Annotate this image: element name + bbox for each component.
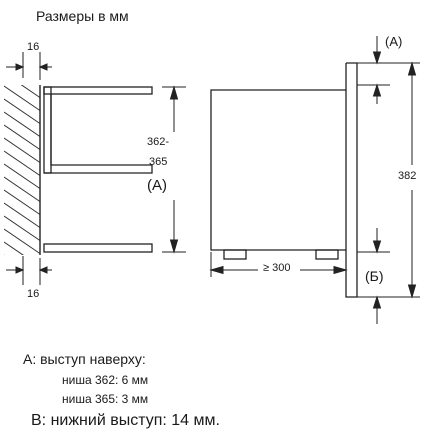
note-a-line-2: ниша 365: 3 мм xyxy=(62,392,149,406)
page-title: Размеры в мм xyxy=(36,8,129,24)
top-protrusion-marker: (A) xyxy=(385,34,403,49)
note-b-line: B: нижний выступ: 14 мм. xyxy=(31,412,220,429)
note-a-heading: A: выступ наверху: xyxy=(23,351,146,367)
bottom-offset-dimension-lines xyxy=(6,256,52,285)
note-a-line-1: ниша 362: 6 мм xyxy=(62,373,149,387)
niche-height-dimension-lines xyxy=(162,85,186,254)
niche-height-reference: (A) xyxy=(147,177,167,194)
top-offset-dimension: 16 xyxy=(27,41,40,53)
appliance-body xyxy=(210,62,358,298)
top-offset-dimension-lines xyxy=(6,52,52,80)
niche-height-label-top: 362- xyxy=(147,136,170,148)
total-height-dimension: 382 xyxy=(398,170,417,182)
total-height-dimension-lines xyxy=(357,61,420,299)
wall-hatching xyxy=(4,85,40,255)
depth-dimension-lines xyxy=(209,252,348,277)
depth-dimension: ≥ 300 xyxy=(263,262,291,274)
niche-cabinet-outline xyxy=(43,86,153,253)
bottom-protrusion-dimension-lines xyxy=(357,228,390,324)
top-protrusion-dimension-lines xyxy=(357,36,420,104)
niche-height-label-bottom: 365 xyxy=(149,156,168,168)
bottom-protrusion-marker: (Б) xyxy=(365,268,384,284)
bottom-offset-dimension: 16 xyxy=(27,288,40,300)
